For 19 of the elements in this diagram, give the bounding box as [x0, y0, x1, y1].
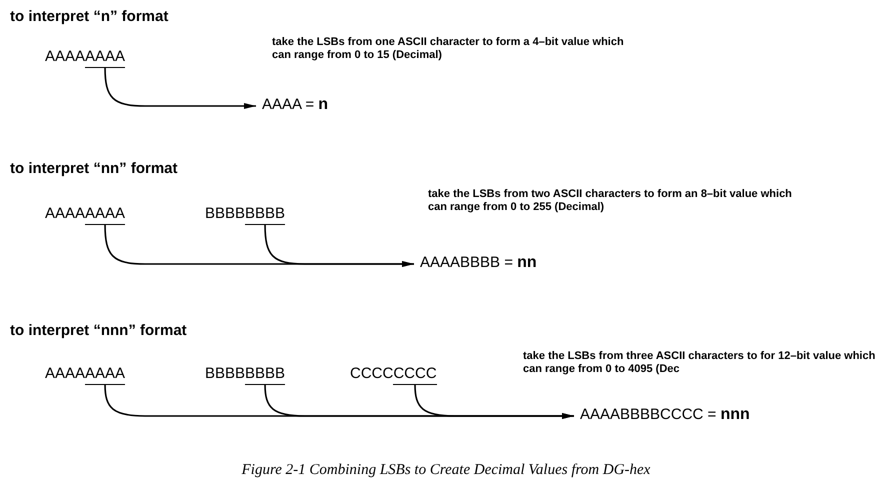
ascii-character-text: BBBBBBBB [205, 365, 286, 382]
arrow [264, 224, 414, 267]
ascii-character-text: CCCCCCCC [350, 365, 437, 382]
result-value-text: AAAABBBBCCCC = nnn [580, 406, 750, 424]
section-heading: to interpret “n” format [10, 8, 168, 25]
section-heading: to interpret “nn” format [10, 160, 178, 177]
ascii-character-text: AAAAAAAA [45, 48, 126, 65]
description-text: take the LSBs from two ASCII characters to form an 8–bit value which can range from 0 to 255 (Decimal) [428, 188, 793, 214]
arrow [104, 68, 256, 109]
ascii-character-text: AAAAAAAA [45, 365, 126, 382]
section-heading: to interpret “nnn” format [10, 322, 187, 339]
description-text: take the LSBs from one ASCII character to form a 4–bit value which can range from 0 to 15 (Decimal) [272, 36, 625, 62]
result-value-text: AAAABBBB = nn [420, 254, 537, 272]
ascii-character-text: BBBBBBBB [205, 205, 286, 222]
ascii-character-text: AAAAAAAA [45, 205, 126, 222]
description-text: take the LSBs from three ASCII characters to for 12–bit value which can range from 0 to 4095 (Dec [523, 350, 876, 376]
figure-caption: Figure 2-1 Combining LSBs to Create Decimal Values from DG-hex [240, 462, 652, 479]
arrow [414, 384, 574, 419]
result-value-text: AAAA = n [262, 96, 328, 114]
